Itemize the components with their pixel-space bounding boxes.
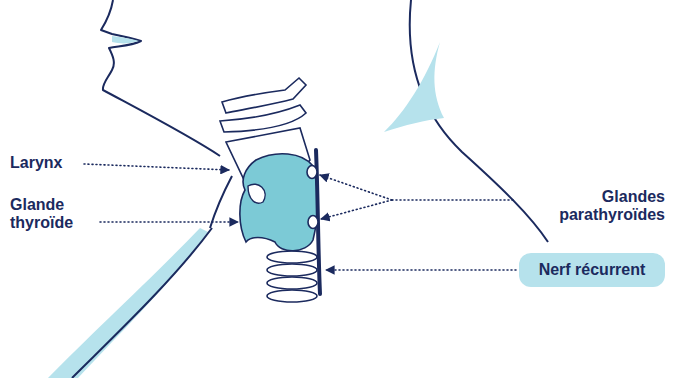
callout-box: Nerf récurrent — [519, 253, 665, 287]
neck-back-line — [410, 0, 548, 242]
trachea-ring — [267, 277, 317, 289]
thyroid-gland — [240, 154, 318, 251]
larynx-prominence — [248, 184, 265, 203]
part-label: Glande thyroïde — [10, 196, 100, 232]
face-profile — [101, 0, 220, 156]
shoulder-line — [72, 228, 212, 378]
hyoid-membrane — [220, 105, 306, 132]
neck-front-line — [210, 176, 232, 228]
part-label: Larynx — [10, 154, 100, 172]
leader-line — [321, 200, 392, 219]
leader-line — [100, 221, 238, 223]
leader-line — [392, 199, 515, 201]
leader-line — [84, 164, 229, 170]
trachea-ring — [267, 290, 317, 302]
leader-line — [320, 175, 392, 200]
trachea-ring — [267, 251, 317, 263]
shoulder-band — [48, 228, 208, 378]
lips — [112, 36, 139, 43]
parathyroid-gland — [307, 166, 317, 179]
neck-shading — [384, 42, 444, 132]
leader-line — [326, 269, 516, 271]
parathyroid-gland — [308, 216, 318, 229]
callout-text: Nerf récurrent — [539, 261, 646, 279]
part-label: Glandes parathyroïdes — [525, 188, 665, 224]
trachea-ring — [267, 264, 317, 276]
